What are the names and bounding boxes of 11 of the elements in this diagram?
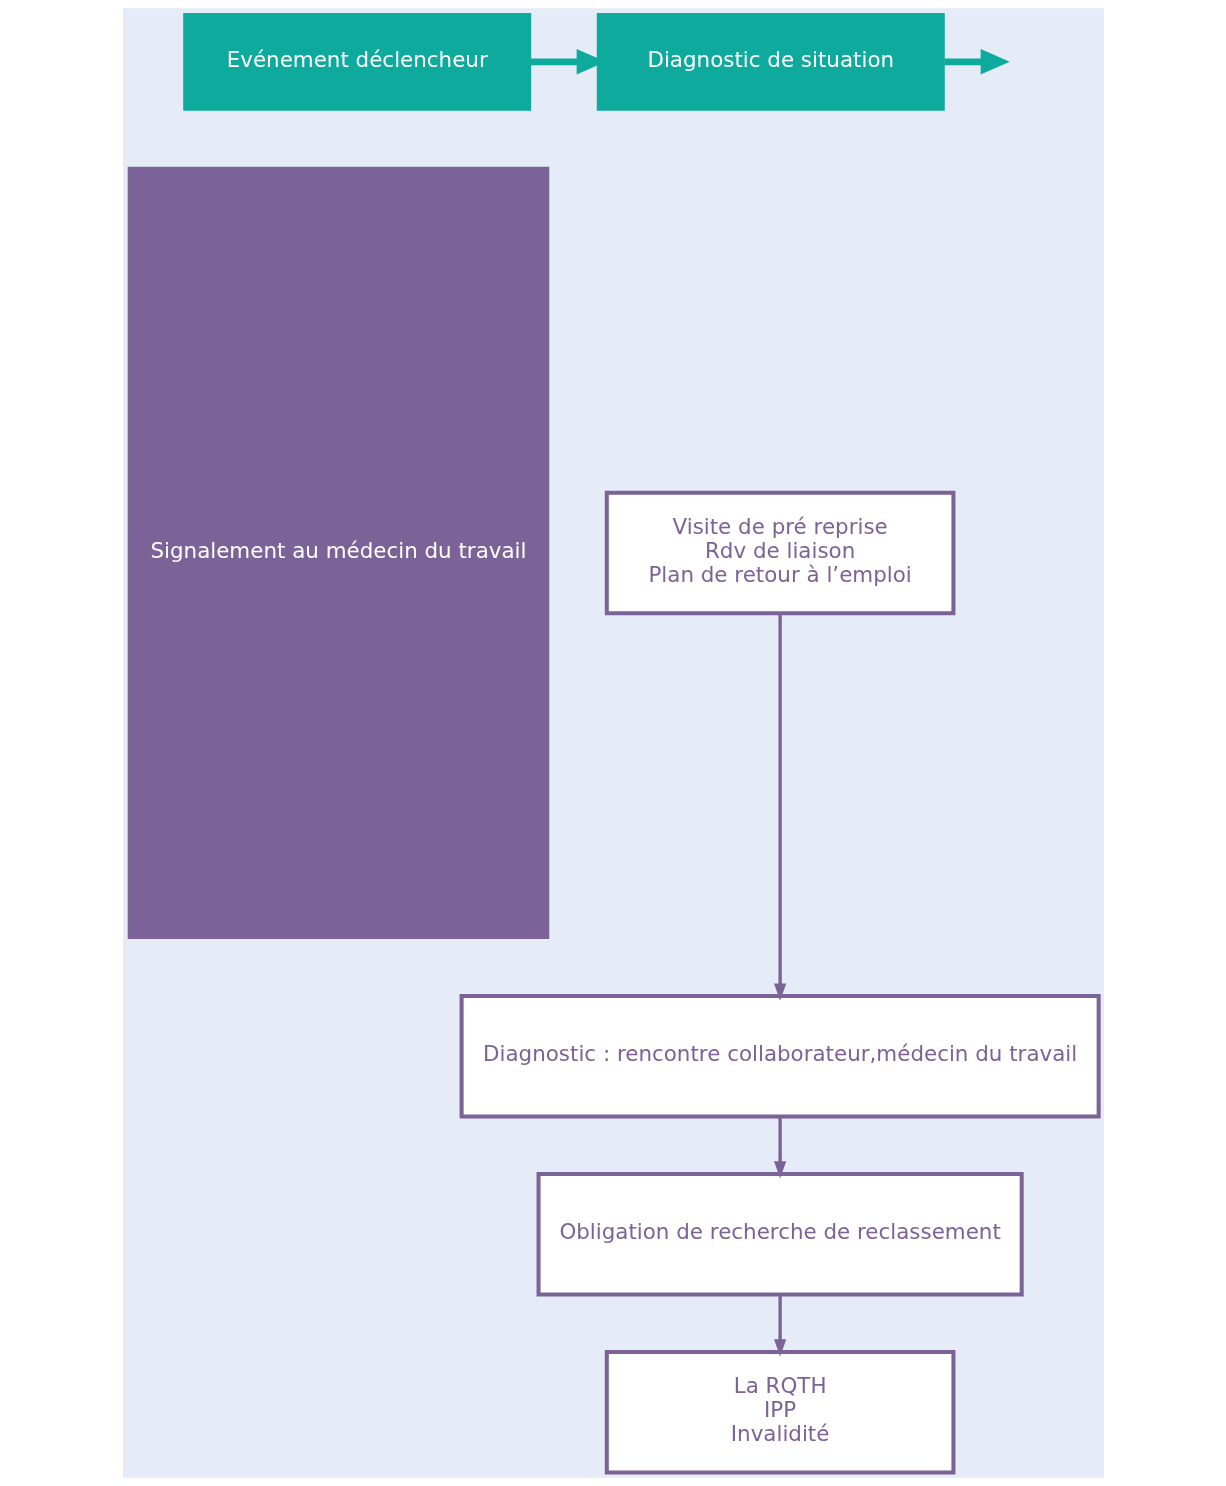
node-box: Signalement au médecin du travail [127,166,549,940]
arrow [773,1294,786,1357]
arrow [773,613,786,1001]
node-box: Diagnostic de situation [596,12,945,111]
node-box: Obligation de recherche de reclassement [536,1171,1024,1297]
node-box: Diagnostic : rencontre collaborateur,médecin du travail [459,993,1101,1119]
node-box: Visite de pré reprise Rdv de liaison Plan de retour à l’emploi [604,490,955,616]
node-box: Evénement déclencheur [182,12,531,111]
arrow [773,1116,786,1179]
node-box: La RQTH IPP Invalidité [604,1349,955,1475]
arrow [943,49,1010,75]
